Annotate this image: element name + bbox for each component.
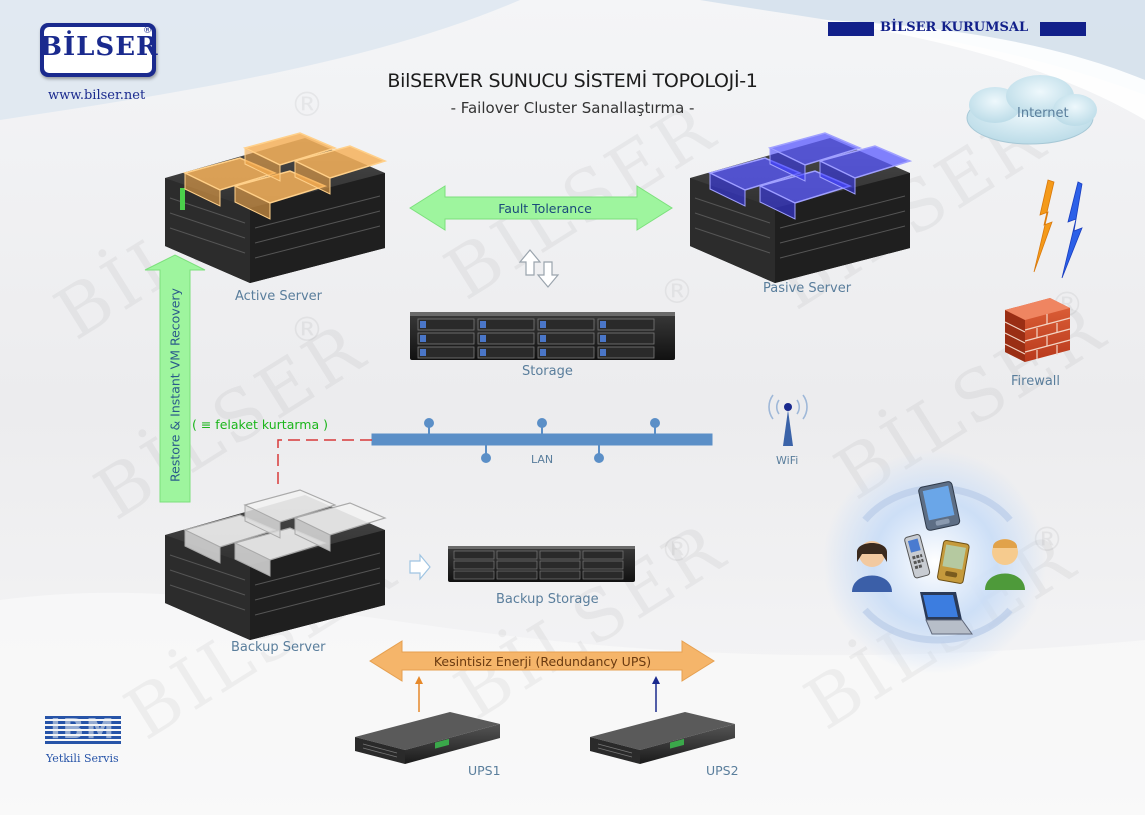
brand-banner-right-bar bbox=[1040, 22, 1086, 36]
page-subtitle: - Failover Cluster Sanallaştırma - bbox=[450, 99, 695, 117]
brand-banner: BİLSER KURUMSAL bbox=[880, 20, 1029, 35]
lan-bus bbox=[371, 418, 713, 463]
disaster-recovery-link bbox=[277, 439, 372, 488]
active-server-icon bbox=[165, 132, 388, 283]
restore-arrow bbox=[144, 254, 206, 503]
backup-arrow-icon bbox=[409, 553, 431, 581]
authorized-service-text: Yetkili Servis bbox=[46, 752, 119, 765]
backup-server-icon bbox=[165, 489, 387, 640]
storage-icon bbox=[410, 312, 675, 360]
pasive-server-label: Pasive Server bbox=[763, 281, 852, 296]
lightning-icon bbox=[1061, 181, 1083, 279]
ups1-icon bbox=[355, 712, 500, 764]
pda-icon bbox=[937, 539, 970, 584]
website-link[interactable]: www.bilser.net bbox=[48, 88, 146, 103]
ibm-logo bbox=[45, 716, 121, 744]
pasive-server-icon bbox=[690, 132, 913, 283]
ups1-label: UPS1 bbox=[468, 763, 501, 778]
sync-arrows-icon bbox=[518, 249, 560, 288]
laptop-icon bbox=[920, 592, 973, 635]
internet-label: Internet bbox=[1017, 106, 1069, 121]
fault-tolerance-arrow bbox=[409, 185, 673, 231]
ups2-icon bbox=[590, 712, 735, 764]
phone-icon bbox=[904, 534, 931, 579]
registered-icon: ® bbox=[143, 26, 152, 36]
user-icon bbox=[985, 539, 1025, 590]
fault-tolerance-label: Fault Tolerance bbox=[498, 201, 592, 216]
firewall-label: Firewall bbox=[1011, 374, 1061, 389]
wifi-icon bbox=[768, 394, 808, 446]
page-title: BilSERVER SUNUCU SİSTEMİ TOPOLOJİ-1 bbox=[387, 70, 758, 92]
disaster-recovery-label: ( ≡ felaket kurtarma ) bbox=[192, 417, 328, 432]
pda-icon bbox=[918, 481, 961, 531]
ups2-label: UPS2 bbox=[706, 763, 739, 778]
user-icon bbox=[852, 541, 892, 592]
restore-label: Restore & Instant VM Recovery bbox=[167, 288, 183, 482]
cloud-icon bbox=[966, 75, 1097, 145]
watermark-registered-icon: ® bbox=[290, 310, 324, 350]
redundancy-ups-arrow bbox=[369, 640, 715, 682]
brand-banner-left-bar bbox=[828, 22, 874, 36]
backup-storage-label: Backup Storage bbox=[496, 592, 599, 607]
lightning-icon bbox=[1033, 179, 1055, 273]
wifi-label: WiFi bbox=[776, 454, 799, 467]
bilser-logo[interactable]: BİLSER ® bbox=[40, 23, 159, 77]
lan-label: LAN bbox=[531, 453, 554, 466]
logo-text: BİLSER bbox=[40, 32, 159, 62]
redundancy-ups-label: Kesintisiz Enerji (Redundancy UPS) bbox=[433, 654, 652, 669]
watermark-registered-icon: ® bbox=[660, 530, 694, 570]
watermark-registered-icon: ® bbox=[290, 85, 324, 125]
ibm-logo-text: IBM bbox=[50, 712, 116, 745]
backup-server-label: Backup Server bbox=[231, 640, 326, 655]
firewall-icon bbox=[1004, 298, 1071, 362]
active-server-label: Active Server bbox=[235, 289, 322, 304]
watermark-registered-icon: ® bbox=[660, 272, 694, 312]
backup-storage-icon bbox=[448, 546, 635, 582]
storage-label: Storage bbox=[522, 364, 573, 379]
